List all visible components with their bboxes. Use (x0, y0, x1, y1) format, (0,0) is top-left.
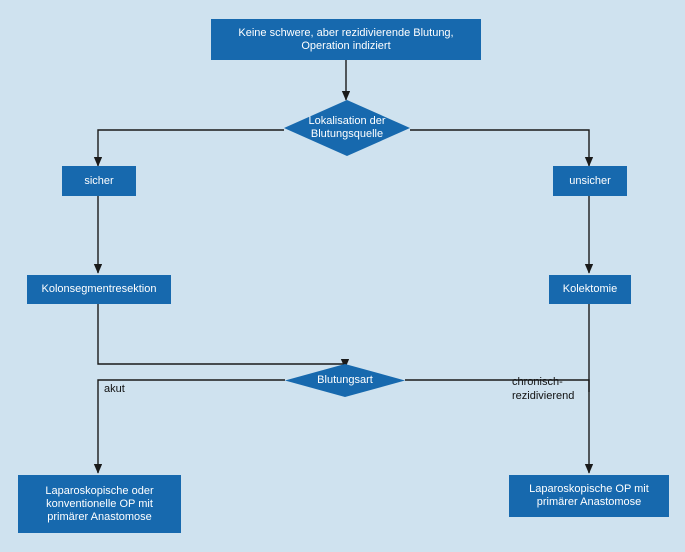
edge-localisation-to-unsicher (410, 129, 594, 167)
node-kolonsegmentresektion-label: Kolonsegmentresektion (41, 283, 157, 295)
diamond-shape-localisation (284, 100, 410, 156)
node-start-label: Keine schwere, aber rezidivierende Blutu… (238, 26, 454, 52)
node-decision-blutungsart: Blutungsart (285, 364, 405, 397)
node-kolonsegmentresektion: Kolonsegmentresektion (27, 275, 171, 304)
node-kolektomie: Kolektomie (549, 275, 631, 304)
node-sicher: sicher (62, 166, 136, 196)
edge-localisation-to-sicher (93, 129, 284, 167)
node-laparoskopische-primaer-label: Laparoskopische OP mit primärer Anastomo… (529, 483, 649, 508)
node-laparoskopische-oder-konventionelle: Laparoskopische oder konventionelle OP m… (18, 475, 181, 533)
edge-label-chronisch: chronisch- rezidivierend (512, 376, 575, 402)
node-laparoskopische-primaer: Laparoskopische OP mit primärer Anastomo… (509, 475, 669, 517)
edge-blutungsart-to-chronisch (405, 379, 594, 474)
node-laparoskopische-oder-konventionelle-label: Laparoskopische oder konventionelle OP m… (45, 484, 154, 523)
node-start: Keine schwere, aber rezidivierende Blutu… (211, 19, 481, 60)
node-decision-localisation: Lokalisation der Blutungsquelle (284, 100, 410, 156)
edge-label-akut: akut (104, 383, 125, 395)
edge-blutungsart-to-akut (93, 379, 285, 474)
diamond-shape-blutungsart (285, 364, 405, 397)
node-unsicher-label: unsicher (569, 174, 611, 187)
node-sicher-label: sicher (84, 174, 114, 187)
edge-kolonsegment-to-blutungsart (97, 304, 350, 369)
node-unsicher: unsicher (553, 166, 627, 196)
node-kolektomie-label: Kolektomie (562, 283, 618, 295)
